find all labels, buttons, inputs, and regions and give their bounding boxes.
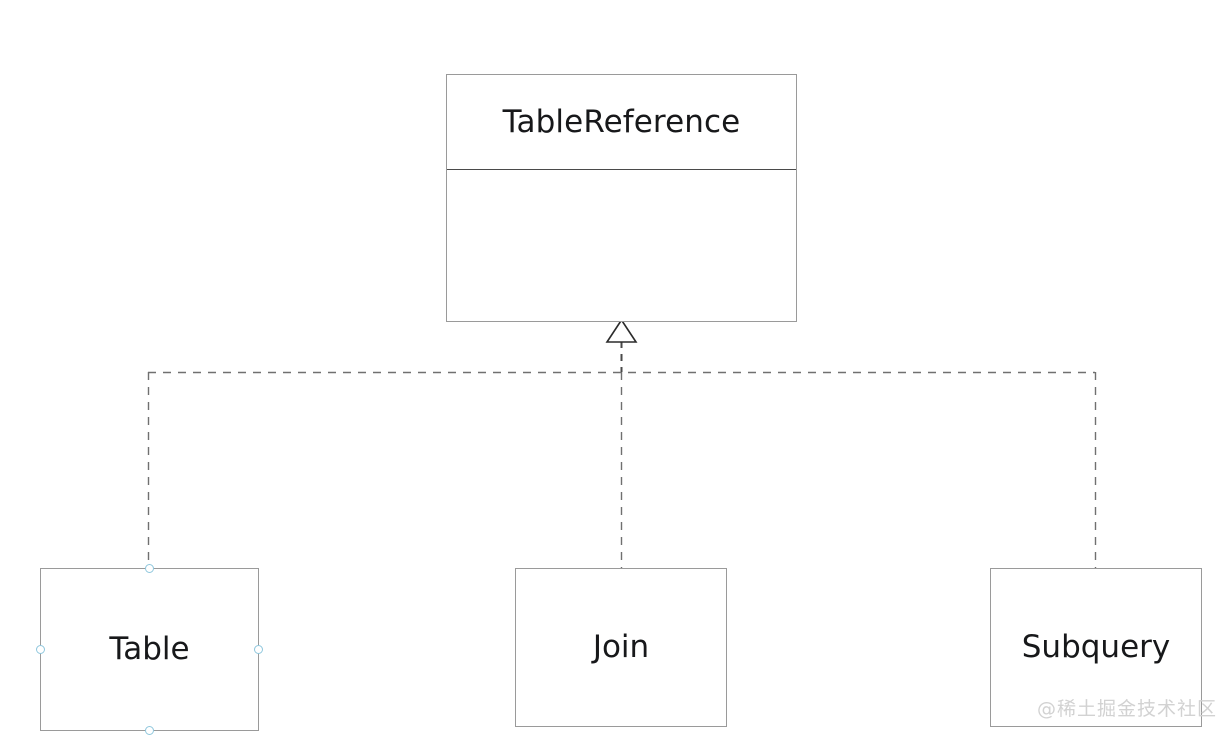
generalization-triangle-icon	[605, 318, 638, 343]
class-title-table: Table	[109, 631, 190, 667]
class-box-join[interactable]: Join	[515, 568, 727, 727]
class-name-compartment: TableReference	[447, 75, 796, 170]
selection-handle-top[interactable]	[145, 563, 154, 573]
class-attributes-compartment	[447, 170, 796, 321]
class-title-tablereference: TableReference	[502, 103, 741, 140]
selection-handle-left[interactable]	[36, 645, 45, 654]
watermark-text: @稀土掘金技术社区	[1037, 698, 1218, 720]
class-box-tablereference[interactable]: TableReference	[446, 74, 797, 322]
class-title-subquery: Subquery	[1021, 629, 1171, 665]
selection-handle-bottom[interactable]	[145, 726, 154, 735]
class-name-compartment-join: Join	[516, 569, 726, 726]
class-name-compartment-table: Table	[41, 569, 258, 730]
class-box-table[interactable]: Table	[40, 568, 259, 731]
class-title-join: Join	[592, 629, 650, 665]
selection-handle-right[interactable]	[254, 645, 263, 654]
